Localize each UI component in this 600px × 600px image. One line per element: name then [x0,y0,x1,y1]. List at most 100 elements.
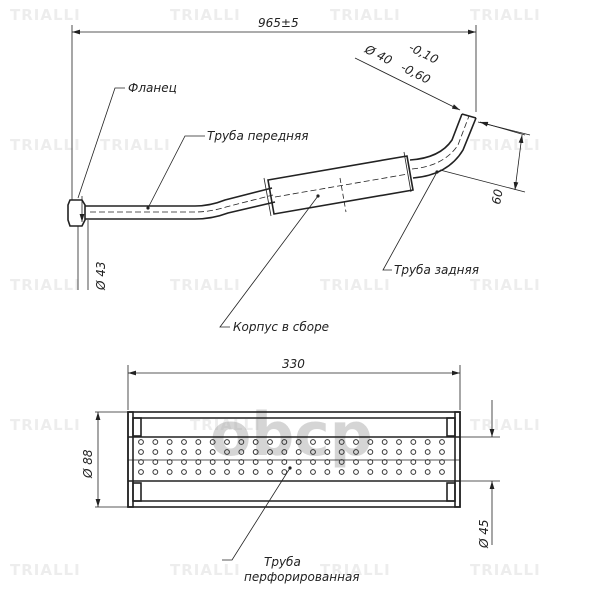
perforation-hole [281,449,288,455]
perforation-hole [152,439,159,445]
perforation-hole [353,449,359,455]
watermark-logo: TRIALLI [470,6,541,24]
muffler-body [267,155,414,215]
watermark-logo: TRIALLI [470,561,541,579]
perforation-hole [396,469,402,475]
perforation-hole [410,459,417,465]
perforation-hole [424,439,431,445]
perforation-hole [310,469,316,475]
watermark-overlay: obcp [210,400,373,470]
perforation-hole [166,469,173,475]
perforation-hole [209,449,216,455]
label-flange: Фланец [128,81,177,95]
perforation-hole [295,459,302,465]
watermark-logo: TRIALLI [100,136,171,154]
perforation-hole [295,449,302,455]
perforation-hole [310,459,316,465]
bend-offset-label: 60 [489,188,506,206]
perforation-hole [238,459,245,465]
perforation-hole [138,449,144,455]
perforation-hole [367,439,374,445]
perforation-hole [166,439,173,445]
perforation-hole [410,449,417,455]
label-rear-pipe: Труба задняя [394,263,479,277]
perforation-hole [310,439,316,445]
perforation-hole [396,459,402,465]
perforation-hole [424,469,431,475]
watermark-logo: TRIALLI [320,276,391,294]
perforation-hole [181,459,187,465]
watermark-logo: TRIALLI [10,276,81,294]
perforation-hole [410,439,417,445]
perforation-hole [338,439,345,445]
perforation-hole [381,449,388,455]
watermark-logo: TRIALLI [470,276,541,294]
perforation-hole [195,439,202,445]
perforation-hole [367,459,374,465]
perforation-hole [324,459,331,465]
front-pipe [90,194,274,213]
watermark-logo: TRIALLI [470,416,541,434]
perforation-hole [424,459,431,465]
watermark-logo: TRIALLI [320,561,391,579]
perforation-hole [224,449,230,455]
perforation-hole [353,459,359,465]
perforation-hole [353,439,359,445]
perforation-hole [439,469,445,475]
perforation-hole [209,469,216,475]
perforation-hole [338,459,345,465]
body-diameter-label: Ø 88 [81,449,95,479]
perforation-hole [267,459,273,465]
perforation-hole [166,459,173,465]
perforation-hole [338,469,345,475]
perforation-hole [181,439,187,445]
perforation-hole [439,459,445,465]
pipe-diameter-label: Ø 45 [477,519,491,549]
perforation-hole [281,459,288,465]
perforation-hole [238,469,245,475]
perforation-hole [424,449,431,455]
perforation-hole [224,439,230,445]
perforation-holes [138,439,445,475]
perforation-hole [181,469,187,475]
perforation-hole [324,439,331,445]
watermark-logo: TRIALLI [170,276,241,294]
perforation-hole [439,439,445,445]
perforation-hole [252,439,259,445]
label-front-pipe: Труба передняя [207,129,308,143]
watermark-logo: TRIALLI [10,416,81,434]
perforation-hole [324,469,331,475]
perforation-hole [224,459,230,465]
perforation-hole [338,449,345,455]
perforation-hole [138,469,144,475]
perforation-hole [152,459,159,465]
perforation-hole [396,449,402,455]
watermark-logo: TRIALLI [170,561,241,579]
watermark-logo: TRIALLI [10,136,81,154]
perforation-hole [267,439,273,445]
perforation-hole [209,439,216,445]
perforation-hole [166,449,173,455]
flange [67,199,86,227]
section-length-label: 330 [282,357,305,371]
watermark-logo: TRIALLI [190,416,261,434]
outlet-tolerance-lower: -0,60 [399,60,433,87]
watermark-logo: TRIALLI [10,561,81,579]
perforation-hole [224,469,230,475]
perforation-hole [152,449,159,455]
exhaust-assembly-top-view: 965±5 Ø 40 -0,60 -0,10 60 Ø 43 [67,16,531,334]
perforation-hole [138,459,144,465]
label-perforated-pipe-line1: Труба [264,555,301,569]
perforation-hole [381,459,388,465]
perforation-hole [310,449,316,455]
watermark-brand-logos: TRIALLI TRIALLI TRIALLI TRIALLI TRIALLI TRIAL… [10,6,541,579]
perforation-hole [295,439,302,445]
perforation-hole [252,469,259,475]
perforation-hole [367,469,374,475]
perforation-hole [381,469,388,475]
perforation-hole [396,439,402,445]
perforation-hole [267,449,273,455]
perforation-hole [195,449,202,455]
perforation-hole [138,439,144,445]
